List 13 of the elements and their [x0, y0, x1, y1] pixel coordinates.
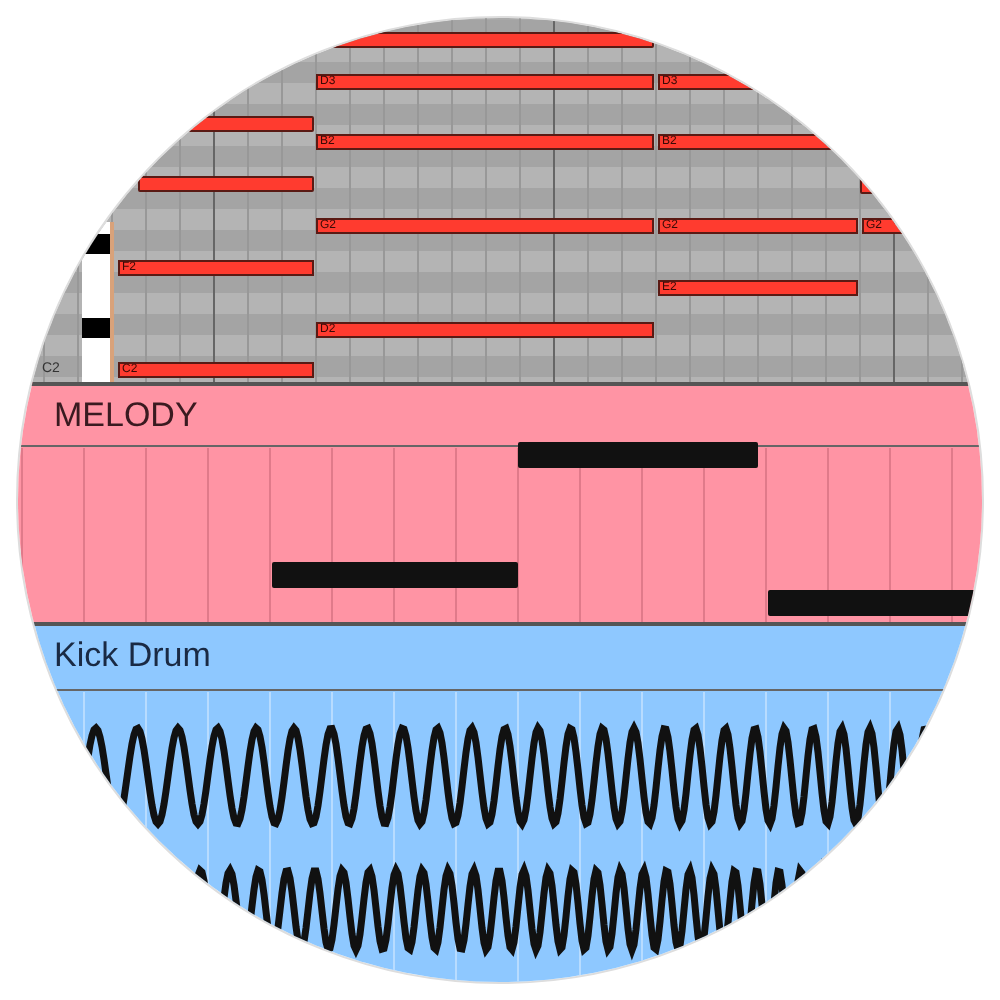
midi-note-bar	[316, 218, 654, 234]
midi-note-bar	[138, 176, 314, 192]
midi-note-bar	[316, 134, 654, 150]
melody-note-bar	[272, 562, 518, 588]
melody-note-bar	[518, 442, 758, 468]
midi-note-bar	[658, 280, 858, 296]
track-title: Kick Drum	[54, 638, 211, 672]
midi-note-bar	[316, 74, 654, 90]
midi-note-bar	[316, 322, 654, 338]
midi-note-bar	[118, 362, 314, 378]
midi-note-bar	[118, 260, 314, 276]
track-title: MELODY	[54, 398, 198, 432]
midi-note-bar	[658, 218, 858, 234]
